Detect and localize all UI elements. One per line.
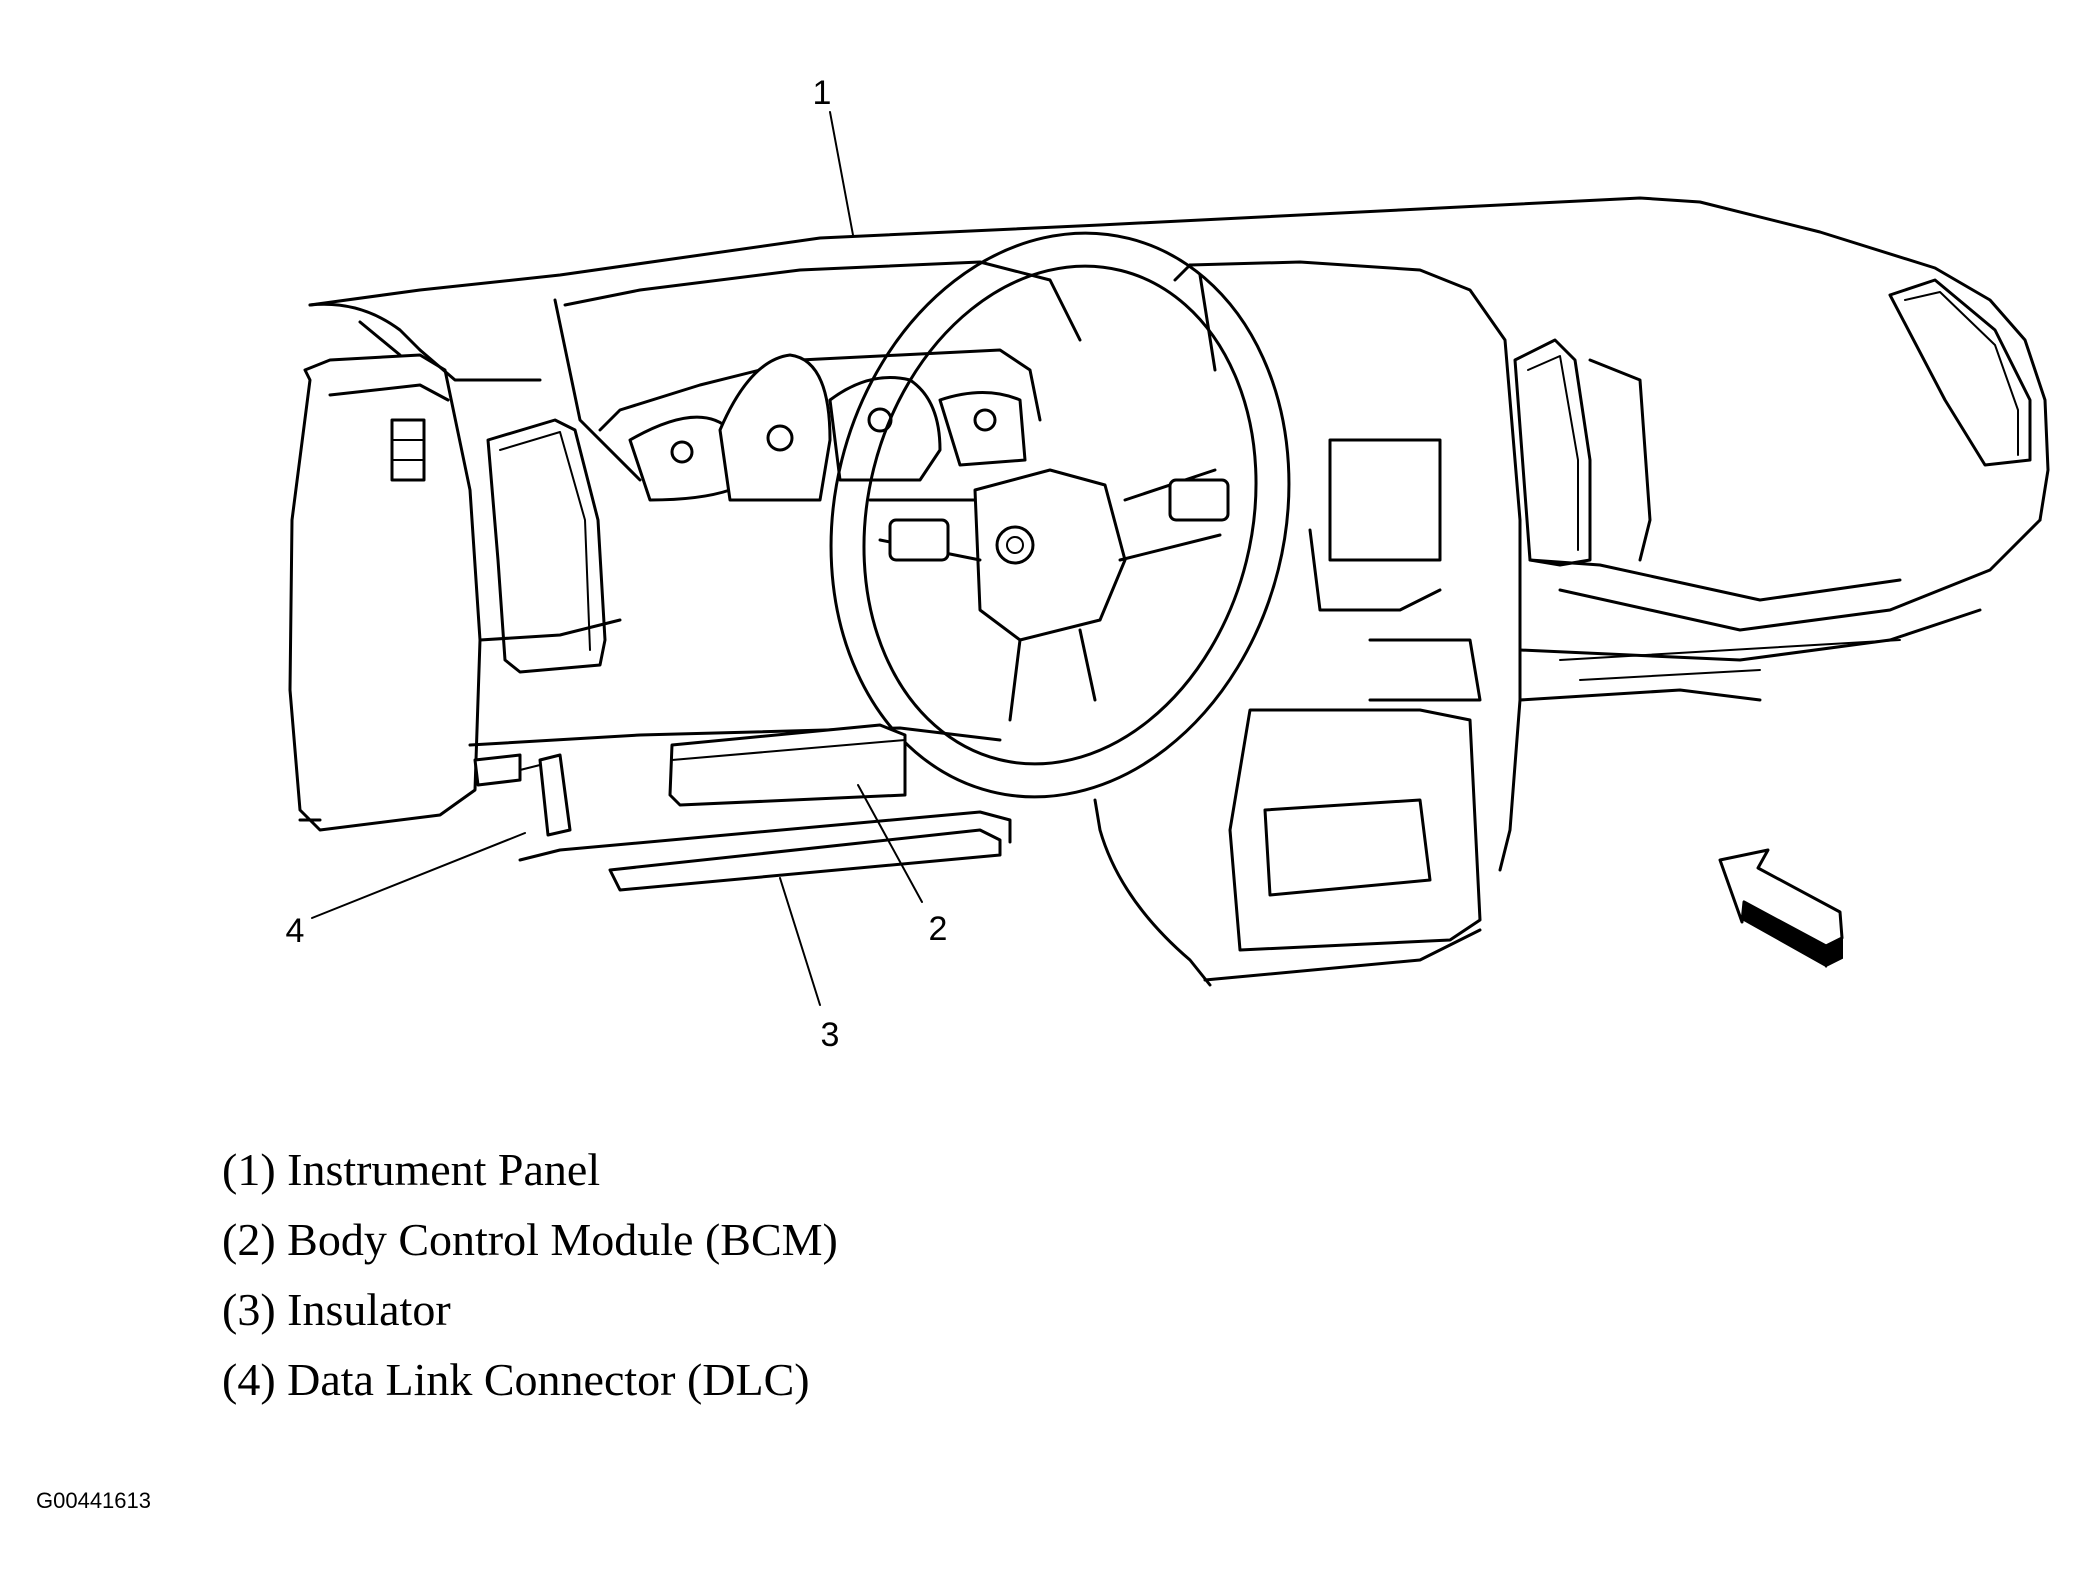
leader-line-1: [829, 111, 854, 236]
leader-line-4: [311, 832, 526, 919]
leader-line-2: [857, 784, 923, 903]
instrument-panel: [288, 196, 2050, 987]
steering-controls-left-icon: [888, 518, 950, 562]
callout-4: 4: [286, 912, 305, 950]
legend-item: (1) Instrument Panel: [222, 1144, 601, 1195]
figure-id: G00441613: [36, 1488, 151, 1513]
callout-3: 3: [821, 1016, 840, 1054]
view-direction-arrow-icon: [1718, 848, 1844, 968]
switch-bank-icon: [390, 418, 426, 482]
gauge-cluster-icon: [628, 353, 1027, 502]
air-vent-center-icon: [1513, 338, 1592, 567]
air-vent-left-icon: [486, 418, 607, 674]
steering-wheel-icon: [829, 231, 1291, 799]
data-link-connector: [473, 753, 572, 837]
callout-1: 1: [813, 74, 832, 112]
parts-legend: (1) Instrument Panel (2) Body Control Mo…: [222, 1135, 838, 1415]
steering-controls-right-icon: [1168, 478, 1230, 522]
legend-item: (3) Insulator: [222, 1284, 451, 1335]
callout-2: 2: [929, 910, 948, 948]
leader-line-3: [779, 877, 821, 1006]
body-control-module: [668, 723, 907, 807]
insulator: [518, 810, 1012, 892]
air-vent-right-icon: [1888, 278, 2032, 467]
legend-item: (4) Data Link Connector (DLC): [222, 1354, 810, 1405]
legend-item: (2) Body Control Module (BCM): [222, 1214, 838, 1265]
